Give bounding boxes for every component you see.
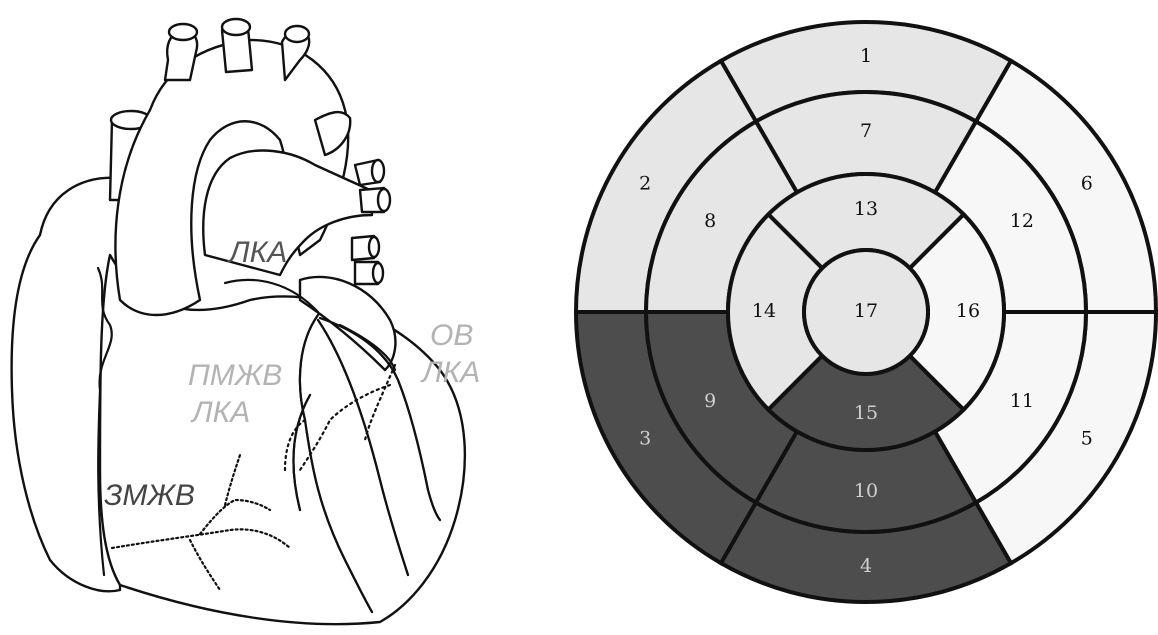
label-ov: ОВ bbox=[430, 319, 473, 352]
segment-12-label: 12 bbox=[1010, 210, 1034, 232]
aorta-branch-1-opening bbox=[169, 24, 197, 40]
segment-11-label: 11 bbox=[1010, 390, 1034, 412]
segment-8-label: 8 bbox=[704, 210, 716, 232]
segment-13-label: 13 bbox=[854, 198, 878, 220]
label-pmzhv: ПМЖВ bbox=[188, 359, 282, 392]
segment-2-label: 2 bbox=[639, 173, 651, 195]
segment-16-label: 16 bbox=[956, 300, 980, 322]
segment-4-label: 4 bbox=[860, 555, 872, 577]
label-ov-lka: ЛКА bbox=[420, 356, 480, 389]
label-pmzhv-lka: ЛКА bbox=[190, 396, 250, 429]
pulmonary-vein-4-opening bbox=[373, 263, 383, 283]
aorta-branch-2-opening bbox=[222, 19, 250, 35]
segment-14-label: 14 bbox=[752, 300, 776, 322]
segment-9-label: 9 bbox=[704, 390, 716, 412]
segment-6-label: 6 bbox=[1081, 173, 1093, 195]
aorta-branch-3-opening bbox=[285, 26, 309, 42]
segment-10-label: 10 bbox=[854, 480, 878, 502]
label-lka: ЛКА bbox=[227, 236, 287, 269]
pulmonary-vein-1-opening bbox=[372, 160, 384, 182]
pulmonary-vein-2-opening bbox=[378, 189, 390, 211]
heart-illustration: ЛКА ОВ ЛКА ПМЖВ ЛКА ЗМЖВ bbox=[12, 19, 481, 624]
segment-5-label: 5 bbox=[1081, 428, 1093, 450]
segment-7-label: 7 bbox=[860, 120, 872, 142]
segment-15-label: 15 bbox=[854, 402, 878, 424]
segment-1-label: 1 bbox=[860, 45, 872, 67]
pulmonary-vein-3-opening bbox=[369, 237, 379, 257]
segment-17-label: 17 bbox=[854, 300, 878, 322]
label-zmzhv: ЗМЖВ bbox=[104, 479, 195, 512]
segment-3-label: 3 bbox=[639, 428, 651, 450]
